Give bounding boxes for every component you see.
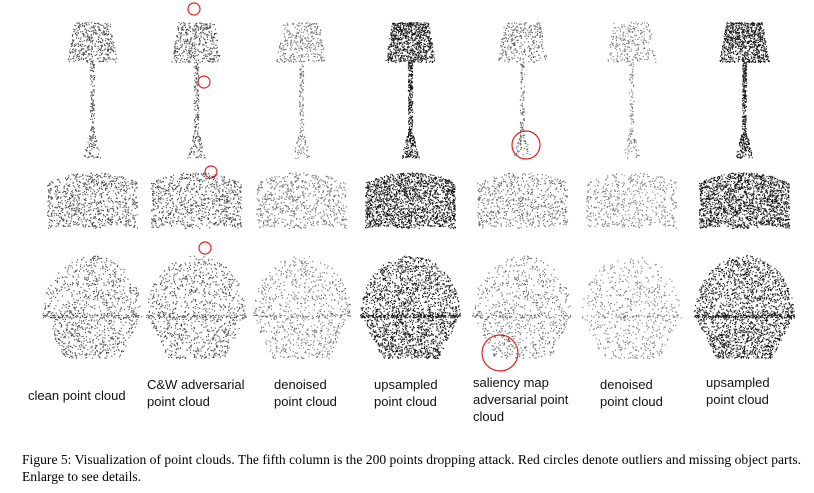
red-circle-marker: [204, 165, 218, 179]
point-cloud-sofa-col-1: [47, 172, 138, 229]
point-cloud-plant-col-3: [253, 256, 352, 360]
column-label-upsampled-2: upsampled point cloud: [706, 375, 770, 407]
outlier-markers: [187, 2, 541, 372]
point-cloud-plant-col-7: [694, 255, 795, 359]
red-circle-marker: [511, 130, 541, 160]
column-label-denoised-1: denoised point cloud: [274, 377, 337, 409]
point-cloud-lamp-col-5: [498, 22, 547, 159]
point-cloud-sofa-col-2: [151, 172, 243, 229]
point-cloud-sofa-col-6: [586, 172, 677, 229]
red-circle-marker: [197, 75, 211, 89]
point-cloud-figure: [42, 2, 795, 372]
red-circle-marker: [187, 2, 201, 16]
point-cloud-sofa-col-3: [256, 172, 348, 230]
red-circle-marker: [481, 334, 519, 372]
point-cloud-sofa-col-7: [699, 172, 791, 230]
column-label-denoised-2: denoised point cloud: [600, 377, 663, 409]
column-label-upsampled-1: upsampled point cloud: [374, 377, 438, 409]
point-cloud-lamp-col-2: [171, 22, 221, 159]
point-cloud-plant-col-6: [582, 257, 682, 360]
red-circle-marker: [198, 241, 212, 255]
point-cloud-lamp-col-6: [607, 22, 657, 159]
point-cloud-lamp-col-1: [68, 22, 118, 159]
point-cloud-lamp-col-7: [719, 22, 770, 159]
figure-caption: Figure 5: Visualization of point clouds.…: [22, 452, 802, 484]
column-label-clean: clean point cloud: [28, 388, 126, 403]
column-label-cw-adversarial: C&W adversarial point cloud: [147, 377, 245, 409]
point-cloud-plant-col-5: [472, 255, 572, 359]
point-cloud-plant-col-1: [42, 255, 143, 359]
point-cloud-lamp-col-4: [385, 22, 436, 159]
column-label-saliency-adversarial: saliency map adversarial point cloud: [473, 375, 569, 424]
point-cloud-sofa-col-5: [477, 172, 569, 229]
point-cloud-sofa-col-4: [365, 172, 456, 230]
point-cloud-lamp-col-3: [276, 22, 326, 159]
point-cloud-plant-col-2: [146, 255, 247, 359]
point-cloud-plant-col-4: [360, 255, 461, 360]
